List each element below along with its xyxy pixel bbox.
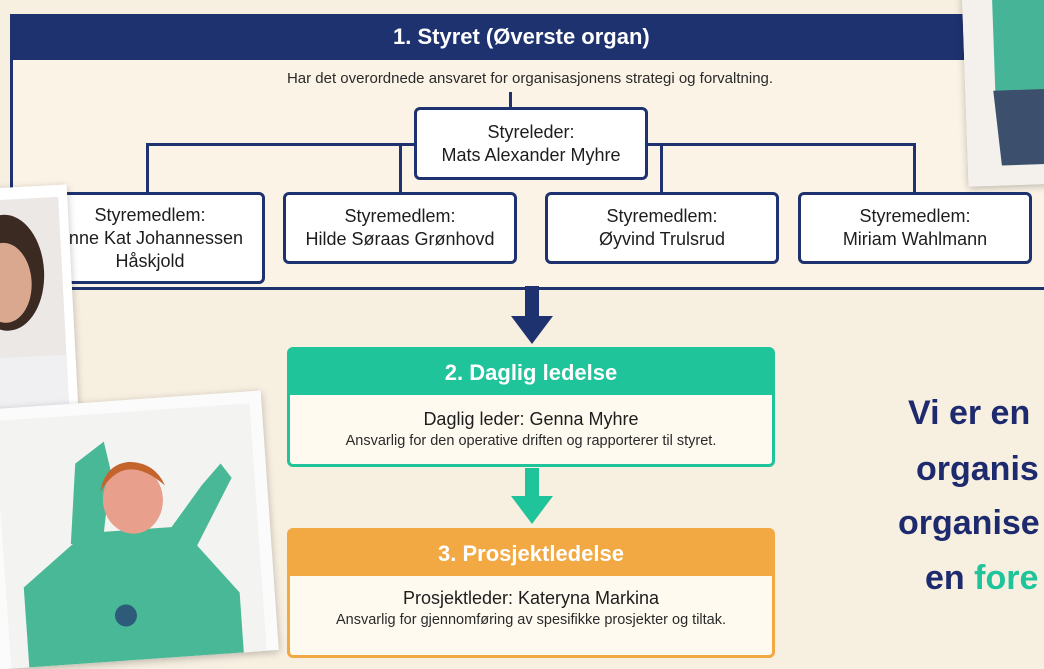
slogan-line-4: en fore bbox=[925, 559, 1038, 598]
slogan-prefix: en bbox=[925, 559, 975, 597]
arrow-head-icon bbox=[511, 316, 553, 344]
person-photo bbox=[961, 0, 1044, 187]
member-name: Hilde Søraas Grønhovd bbox=[305, 229, 495, 249]
person-photo bbox=[0, 390, 279, 669]
connector-member-3 bbox=[660, 143, 663, 195]
chair-role: Styreleder: bbox=[487, 121, 575, 142]
connector-member-2 bbox=[399, 143, 402, 195]
member-role: Styremedlem: bbox=[344, 206, 456, 226]
member-name: Miriam Wahlmann bbox=[842, 229, 988, 249]
member-box: Styremedlem: Anne Kat Johannessen Håskjo… bbox=[35, 192, 265, 284]
projects-leader: Prosjektleder: Kateryna Markina bbox=[402, 588, 660, 608]
management-title: 2. Daglig ledelse bbox=[290, 350, 772, 395]
member-role: Styremedlem: bbox=[94, 204, 206, 225]
photo-top-right bbox=[961, 0, 1044, 187]
management-description: Ansvarlig for den operative driften og r… bbox=[345, 433, 717, 449]
slogan-line-1: Vi er en bbox=[908, 394, 1031, 432]
member-box: Styremedlem: Hilde Søraas Grønhovd bbox=[283, 192, 517, 264]
connector-member-4 bbox=[913, 143, 916, 195]
connector-chair-up bbox=[509, 92, 512, 108]
arrow-down-icon bbox=[525, 286, 539, 318]
management-section: 2. Daglig ledelse Daglig leder: Genna My… bbox=[287, 347, 775, 467]
slogan-line-2: organis bbox=[916, 450, 1039, 488]
projects-description: Ansvarlig for gjennomføring av spesifikk… bbox=[335, 612, 727, 628]
photo-bottom-left bbox=[0, 390, 279, 669]
projects-title: 3. Prosjektledelse bbox=[290, 531, 772, 576]
member-role: Styremedlem: bbox=[859, 206, 971, 226]
management-leader: Daglig leder: Genna Myhre bbox=[423, 409, 639, 429]
board-title: 1. Styret (Øverste organ) bbox=[393, 24, 650, 49]
connector-member-1 bbox=[146, 143, 149, 195]
member-name: Anne Kat Johannessen bbox=[56, 227, 244, 248]
chair-box: Styreleder: Mats Alexander Myhre bbox=[414, 107, 648, 180]
member-box: Styremedlem: Øyvind Trulsrud bbox=[545, 192, 779, 264]
member-box: Styremedlem: Miriam Wahlmann bbox=[798, 192, 1032, 264]
arrow-down-icon bbox=[525, 468, 539, 498]
member-name-cont: Håskjold bbox=[115, 250, 185, 271]
arrow-head-icon bbox=[511, 496, 553, 524]
board-header: 1. Styret (Øverste organ) bbox=[10, 14, 1044, 60]
board-description: Har det overordnede ansvaret for organis… bbox=[286, 70, 774, 87]
member-name: Øyvind Trulsrud bbox=[598, 229, 726, 249]
member-role: Styremedlem: bbox=[606, 206, 718, 226]
slogan-line-3: organise bbox=[898, 504, 1040, 542]
slogan-accent: fore bbox=[974, 559, 1039, 597]
chair-name: Mats Alexander Myhre bbox=[441, 144, 621, 165]
